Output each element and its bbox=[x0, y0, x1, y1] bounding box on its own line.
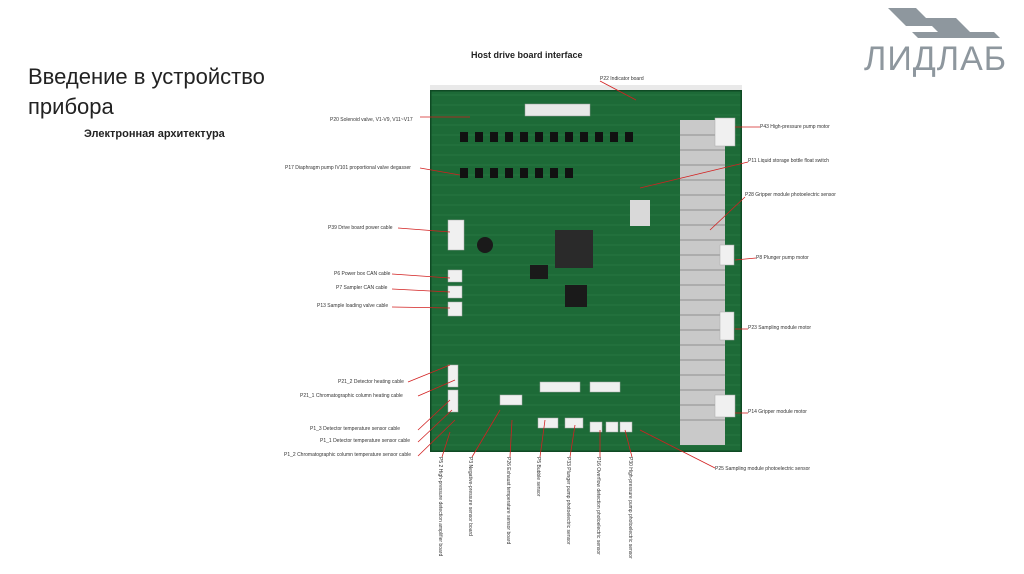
board-title: Host drive board interface bbox=[471, 50, 583, 60]
logo-text: ЛИДЛАБ bbox=[864, 40, 1008, 78]
label-p8: P8 Plunger pump motor bbox=[756, 255, 809, 261]
label-p23: P23 Sampling module motor bbox=[748, 325, 812, 331]
label-p20: P20 Solenoid valve, V1-V9, V11~V17 bbox=[330, 117, 413, 123]
label-p13: P13 Sample loading valve cable bbox=[317, 303, 389, 309]
label-p1-1: P1_1 Detector temperature sensor cable bbox=[320, 438, 411, 444]
page-title: Введение в устройство прибора bbox=[28, 64, 265, 119]
label-p21-1: P21_1 Chromatographic column heating cab… bbox=[300, 393, 403, 399]
label-p5-2-vertical: P5 2 High-pressure detection amplifier b… bbox=[437, 457, 443, 557]
label-p14: P14 Gripper module motor bbox=[748, 409, 807, 415]
label-p33-vertical: P33 Plunger pump photoelectric sensor bbox=[565, 457, 571, 545]
label-p7: P7 Sampler CAN cable bbox=[336, 285, 388, 291]
page-subtitle: Электронная архитектура bbox=[84, 128, 225, 140]
company-logo: ЛИДЛАБ bbox=[864, 6, 1014, 78]
label-p5-vertical: P5 Bubble sensor bbox=[535, 457, 541, 497]
label-p21-2: P21_2 Detector heating cable bbox=[338, 379, 404, 385]
label-p1-2: P1_2 Chromatographic column temperature … bbox=[284, 452, 412, 458]
label-p43: P43 High-pressure pump motor bbox=[760, 124, 830, 130]
logo-mark-icon bbox=[888, 8, 1000, 38]
label-p28: P28 Gripper module photoelectric sensor bbox=[745, 192, 836, 198]
label-p17: P17 Diaphragm pump IV101 proportional va… bbox=[285, 165, 411, 171]
label-p39: P39 Drive board power cable bbox=[328, 225, 393, 231]
label-p26-vertical: P26 Exhaust temperature sensor board bbox=[505, 457, 511, 545]
label-p3-vertical: P3 Negative-pressure sensor board bbox=[467, 457, 473, 536]
label-p22: P22 Indicator board bbox=[600, 76, 644, 82]
label-p1-3: P1_3 Detector temperature sensor cable bbox=[310, 426, 401, 432]
label-p6: P6 Power box CAN cable bbox=[334, 271, 391, 277]
label-p30-vertical: P30 High-pressure pump photoelectric sen… bbox=[627, 457, 633, 559]
pcb-board-image bbox=[430, 90, 742, 452]
label-p25: P25 Sampling module photoelectric sensor bbox=[715, 466, 811, 472]
label-p11: P11 Liquid storage bottle float switch bbox=[748, 158, 830, 164]
label-p16-vertical: P16 Overflow detection photoelectric sen… bbox=[595, 457, 601, 555]
